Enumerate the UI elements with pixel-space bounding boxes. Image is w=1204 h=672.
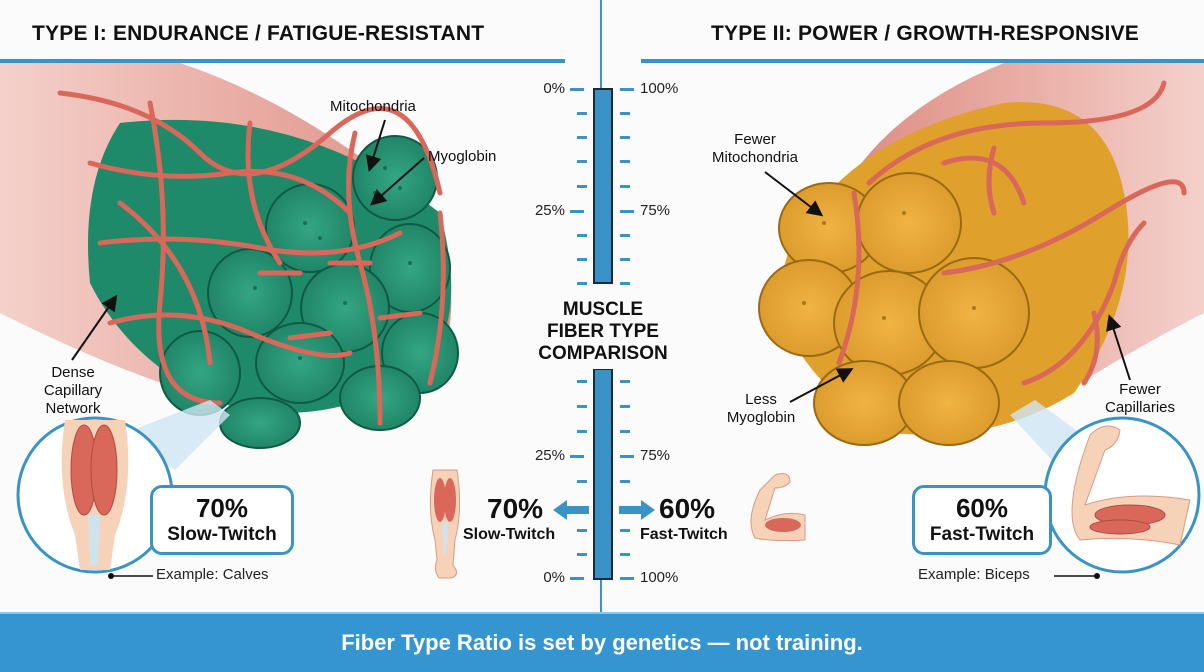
biceps-muscle-icon bbox=[750, 473, 806, 542]
title-line: FIBER TYPE bbox=[547, 321, 659, 342]
tick-minor bbox=[577, 553, 587, 556]
tick-major bbox=[620, 455, 634, 458]
tick-major bbox=[620, 210, 634, 213]
slow-twitch-info-box: 70% Slow-Twitch bbox=[150, 485, 294, 555]
tick-minor bbox=[577, 160, 587, 163]
tick-minor bbox=[620, 160, 630, 163]
center-fast-label: Fast-Twitch bbox=[640, 526, 728, 543]
fast-twitch-pct: 60% bbox=[955, 493, 1009, 523]
type1-header: TYPE I: ENDURANCE / FATIGUE-RESISTANT bbox=[32, 22, 485, 45]
label-line: Fewer bbox=[734, 131, 776, 148]
center-slow-pct: 70% bbox=[487, 493, 544, 524]
tick-minor bbox=[620, 430, 630, 433]
tick-minor bbox=[620, 185, 630, 188]
fewer-capillaries-label: Fewer Capillaries bbox=[1085, 381, 1195, 417]
tick-minor bbox=[577, 282, 587, 285]
title-line: COMPARISON bbox=[538, 343, 668, 364]
gauge-bottom-right-label-1: 100% bbox=[640, 569, 679, 586]
type2-header: TYPE II: POWER / GROWTH-RESPONSIVE bbox=[711, 22, 1139, 45]
gauge-top-right-label-0: 100% bbox=[640, 80, 679, 97]
calf-magnifier-callout bbox=[16, 400, 230, 574]
slow-twitch-label: Slow-Twitch bbox=[167, 524, 277, 545]
tick-minor bbox=[620, 258, 630, 261]
fast-twitch-info-box: 60% Fast-Twitch bbox=[912, 485, 1052, 555]
example-biceps: Example: Biceps bbox=[918, 566, 1030, 583]
footer-text: Fiber Type Ratio is set by genetics — no… bbox=[341, 630, 863, 655]
label-line: Myoglobin bbox=[726, 409, 796, 426]
footer-banner: Fiber Type Ratio is set by genetics — no… bbox=[0, 614, 1204, 672]
tick-minor bbox=[577, 430, 587, 433]
myoglobin-label: Myoglobin bbox=[428, 148, 497, 165]
tick-minor bbox=[577, 480, 587, 483]
fewer-mitochondria-label: Fewer Mitochondria bbox=[700, 131, 810, 167]
center-divider-top bbox=[600, 0, 602, 90]
label-line: Mitochondria bbox=[712, 149, 798, 166]
tick-minor bbox=[577, 185, 587, 188]
calves-pointer bbox=[108, 573, 153, 579]
gauge-top-left-label-1: 25% bbox=[534, 202, 565, 219]
label-line: Network bbox=[45, 400, 101, 417]
tick-minor bbox=[620, 380, 630, 383]
gauge-bottom-left-label-1: 0% bbox=[543, 569, 565, 586]
center-title: MUSCLE FIBER TYPE COMPARISON bbox=[520, 295, 686, 369]
label-line: Dense bbox=[51, 364, 95, 381]
label-line: Fewer bbox=[1119, 381, 1161, 398]
tick-major bbox=[570, 210, 584, 213]
tick-minor bbox=[577, 405, 587, 408]
tick-minor bbox=[620, 282, 630, 285]
tick-minor bbox=[577, 112, 587, 115]
tick-major bbox=[570, 455, 584, 458]
fast-twitch-label: Fast-Twitch bbox=[929, 524, 1035, 545]
tick-minor bbox=[620, 529, 630, 532]
tick-minor bbox=[577, 380, 587, 383]
center-fast-pct: 60% bbox=[659, 493, 716, 524]
tick-minor bbox=[577, 258, 587, 261]
slow-twitch-pct: 70% bbox=[195, 493, 249, 523]
tick-minor bbox=[620, 234, 630, 237]
gauge-bottom-left-label-0: 25% bbox=[534, 447, 565, 464]
label-line: Capillaries bbox=[1104, 399, 1176, 416]
tick-major bbox=[570, 88, 584, 91]
fast-twitch-muscle-illustration bbox=[758, 63, 1204, 446]
tick-minor bbox=[620, 112, 630, 115]
biceps-pointer bbox=[1054, 573, 1100, 579]
gauge-bar-bottom bbox=[593, 368, 613, 580]
footer-top-border bbox=[0, 612, 1204, 614]
gauge-bottom-right-label-0: 75% bbox=[640, 447, 671, 464]
tick-major bbox=[570, 577, 584, 580]
tick-minor bbox=[577, 234, 587, 237]
gauge-top-left-label-0: 0% bbox=[543, 80, 565, 97]
center-divider-bottom bbox=[600, 578, 602, 614]
type1-header-rule bbox=[0, 59, 565, 63]
arrow-left-icon bbox=[553, 500, 589, 520]
example-calves: Example: Calves bbox=[156, 566, 269, 583]
calf-muscle-icon bbox=[429, 469, 461, 579]
title-line: MUSCLE bbox=[562, 299, 644, 320]
center-slow-label: Slow-Twitch bbox=[463, 526, 556, 543]
tick-major bbox=[620, 88, 634, 91]
tick-minor bbox=[620, 480, 630, 483]
tick-minor bbox=[577, 529, 587, 532]
tick-minor bbox=[620, 405, 630, 408]
mitochondria-label: Mitochondria bbox=[330, 98, 416, 115]
label-line: Less bbox=[745, 391, 777, 408]
gauge-bar-top bbox=[593, 88, 613, 284]
tick-minor bbox=[620, 136, 630, 139]
dense-capillary-label: Dense Capillary Network bbox=[28, 364, 118, 418]
tick-minor bbox=[577, 136, 587, 139]
label-line: Capillary bbox=[43, 382, 103, 399]
gauge-top-right-label-1: 75% bbox=[640, 202, 671, 219]
tick-minor bbox=[620, 553, 630, 556]
tick-major bbox=[620, 577, 634, 580]
less-myoglobin-label: Less Myoglobin bbox=[716, 391, 806, 427]
type2-header-rule bbox=[641, 59, 1204, 63]
arrow-right-icon bbox=[619, 500, 655, 520]
slow-twitch-muscle-illustration bbox=[0, 63, 459, 449]
